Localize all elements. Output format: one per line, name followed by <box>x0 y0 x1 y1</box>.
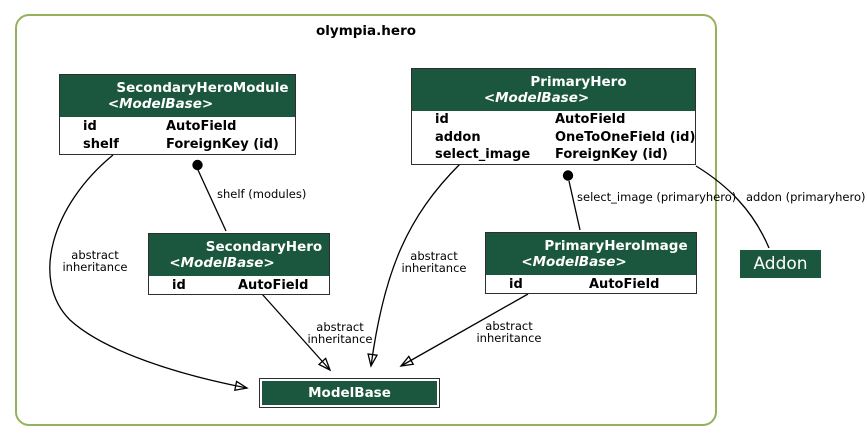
model-table-secondaryhero: SecondaryHero <ModelBase> id AutoField <box>148 233 330 295</box>
package-title: olympia.hero <box>316 23 416 39</box>
fk-dot-select-image <box>562 170 574 181</box>
fk-dot-shelf <box>192 159 203 171</box>
modelbase-node: ModelBase <box>259 378 440 408</box>
field-row: addon OneToOneField (id) <box>412 129 695 147</box>
edge-label-select-image: select_image (primaryhero) <box>577 190 737 204</box>
model-header: PrimaryHeroImage <ModelBase> <box>486 233 696 275</box>
field-type: ForeignKey (id) <box>166 137 279 153</box>
addon-label: Addon <box>753 254 808 274</box>
model-table-primaryheroimage: PrimaryHeroImage <ModelBase> id AutoFiel… <box>485 232 697 294</box>
edge-label-inheritance-primaryhero: abstract inheritance <box>401 249 467 275</box>
field-name: shelf <box>83 137 119 153</box>
model-fields: id AutoField addon OneToOneField (id) se… <box>412 111 695 164</box>
edge-secondaryhero-inheritance <box>261 293 332 372</box>
edge-shelf-line <box>197 169 227 232</box>
edge-label-inheritance-secondaryhero: abstract inheritance <box>307 320 373 346</box>
field-row: id AutoField <box>60 117 295 136</box>
model-base-label: <ModelBase> <box>169 255 275 271</box>
field-row: id AutoField <box>149 276 329 294</box>
field-type: AutoField <box>238 277 309 293</box>
field-row: shelf ForeignKey (id) <box>60 136 295 155</box>
field-row: id AutoField <box>412 111 695 129</box>
edge-label-inheritance-primaryheroimage: abstract inheritance <box>476 319 542 345</box>
model-fields: id AutoField shelf ForeignKey (id) <box>60 117 295 154</box>
field-type: AutoField <box>166 118 237 134</box>
field-type: AutoField <box>589 276 660 292</box>
field-name: id <box>83 118 97 134</box>
field-row: id AutoField <box>486 275 696 293</box>
edge-select-image-line <box>568 180 581 231</box>
field-type: AutoField <box>555 112 626 128</box>
field-name: id <box>509 276 523 292</box>
edge-label-addon: addon (primaryhero) <box>746 190 865 204</box>
model-table-primaryhero: PrimaryHero <ModelBase> id AutoField add… <box>411 68 696 165</box>
field-name: select_image <box>435 147 531 163</box>
field-name: id <box>435 112 449 128</box>
model-base-label: <ModelBase> <box>483 90 590 106</box>
model-header: PrimaryHero <ModelBase> <box>412 69 695 111</box>
model-title: SecondaryHero <box>205 239 323 255</box>
edge-primaryhero-inheritance <box>367 163 461 368</box>
field-type: OneToOneField (id) <box>555 129 696 145</box>
field-name: addon <box>435 129 481 145</box>
edge-label-inheritance-secondaryheromodule: abstract inheritance <box>62 248 128 274</box>
modelbase-label: ModelBase <box>262 381 437 405</box>
model-header: SecondaryHero <ModelBase> <box>149 234 329 276</box>
model-fields: id AutoField <box>149 276 329 294</box>
package-cluster <box>15 14 717 426</box>
field-name: id <box>172 277 186 293</box>
field-row: select_image ForeignKey (id) <box>412 146 695 164</box>
model-base-label: <ModelBase> <box>107 96 214 112</box>
edge-primaryheroimage-inheritance <box>399 293 529 367</box>
model-title: PrimaryHero <box>530 74 627 90</box>
model-base-label: <ModelBase> <box>521 254 627 270</box>
model-header: SecondaryHeroModule <ModelBase> <box>60 75 295 117</box>
edge-secondaryheromodule-inheritance <box>49 154 249 392</box>
model-table-secondaryheromodule: SecondaryHeroModule <ModelBase> id AutoF… <box>59 74 296 155</box>
model-title: PrimaryHeroImage <box>544 238 688 254</box>
model-title: SecondaryHeroModule <box>116 80 289 96</box>
field-type: ForeignKey (id) <box>555 147 668 163</box>
model-fields: id AutoField <box>486 275 696 293</box>
addon-node: Addon <box>740 250 821 278</box>
edge-addon-line <box>695 165 770 249</box>
edge-label-shelf: shelf (modules) <box>217 187 307 201</box>
